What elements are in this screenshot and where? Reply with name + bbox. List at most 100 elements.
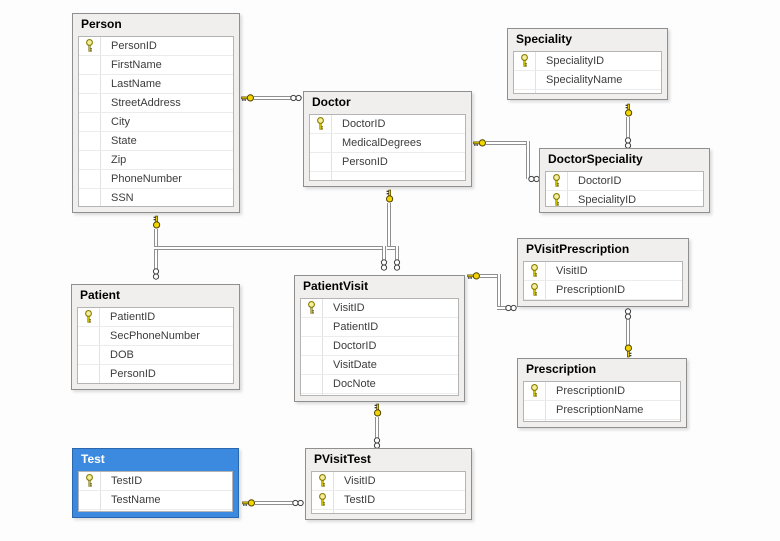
column-row[interactable]: SpecialityID [546,191,703,206]
column-row[interactable]: PersonID [78,365,233,383]
column-row[interactable]: SpecialityID [514,52,661,71]
column-row[interactable]: PatientID [78,308,233,327]
relationship-line-doctor-patientvisit[interactable] [395,246,399,260]
relationship-line-patientvisit-pvisittest[interactable] [375,417,379,438]
relationship-line-test-pvisittest[interactable] [255,501,293,505]
column-row[interactable]: City [79,113,233,132]
table-title-speciality[interactable]: Speciality [516,32,573,46]
column-name: State [111,135,137,147]
column-row[interactable]: Zip [79,151,233,170]
table-title-prescription[interactable]: Prescription [526,362,597,376]
column-row[interactable]: State [79,132,233,151]
column-row[interactable]: TestName [79,491,232,510]
key-column-divider [567,172,568,206]
column-row[interactable]: DocNote [301,375,458,394]
column-row[interactable]: PersonID [310,153,465,172]
column-row[interactable]: LastName [79,75,233,94]
column-name: SpecialityID [578,194,637,206]
relationship-line-patientvisit-pvisitprescription[interactable] [480,274,501,278]
table-title-test[interactable]: Test [81,452,105,466]
many-end-infinity-icon-person-patient [152,268,160,280]
column-row[interactable]: SSN [79,189,233,206]
key-column-divider [322,299,323,395]
column-row[interactable]: PhoneNumber [79,170,233,189]
column-row[interactable]: SecPhoneNumber [78,327,233,346]
column-name: LastName [111,78,162,90]
column-row[interactable]: PrescriptionID [524,382,680,401]
relationship-line-patientvisit-pvisitprescription[interactable] [497,274,501,310]
one-end-key-icon-doctor-patientvisit [384,189,394,203]
primary-key-icon [312,493,333,507]
column-row[interactable]: SpecialityName [514,71,661,90]
column-row[interactable]: VisitID [301,299,458,318]
many-end-infinity-icon-patientvisit-pvisittest [373,437,381,449]
one-end-key-icon-prescription-pvisitprescription [623,344,633,358]
column-row[interactable]: DoctorID [301,337,458,356]
column-row[interactable]: PatientID [301,318,458,337]
column-row[interactable]: TestID [312,491,465,510]
column-row[interactable]: PrescriptionName [524,401,680,420]
column-name: City [111,116,130,128]
primary-key-icon [546,174,567,188]
column-row[interactable]: MedicalDegrees [310,134,465,153]
table-title-patientvisit[interactable]: PatientVisit [303,279,369,293]
column-name: SpecialityID [546,55,605,67]
relationship-line-doctor-patientvisit[interactable] [387,246,399,250]
relationship-line-prescription-pvisitprescription[interactable] [626,318,630,345]
many-end-infinity-icon-test-pvisittest [292,499,304,507]
many-end-infinity-icon-doctor-patientvisit [393,259,401,271]
column-row[interactable]: DOB [78,346,233,365]
primary-key-icon [79,474,100,488]
key-column-divider [100,472,101,511]
column-row[interactable]: DoctorID [310,115,465,134]
column-row[interactable]: VisitDate [301,356,458,375]
many-end-infinity-icon-doctor-doctorspeciality [528,175,540,183]
column-name: PhoneNumber [111,173,182,185]
column-row[interactable]: PrescriptionID [524,281,682,300]
column-row[interactable]: FirstName [79,56,233,75]
column-row[interactable]: DoctorID [546,172,703,191]
table-title-person[interactable]: Person [81,17,122,31]
column-row[interactable]: StreetAddress [79,94,233,113]
column-name: MedicalDegrees [342,137,422,149]
column-name: SpecialityName [546,74,623,86]
relationship-line-doctor-patientvisit[interactable] [387,203,391,248]
relationship-line-patient-patientvisit[interactable] [382,246,386,260]
column-name: DoctorID [333,340,377,352]
table-title-pvisittest[interactable]: PVisitTest [314,452,371,466]
relationship-line-doctor-doctorspeciality[interactable] [486,141,530,145]
column-name: VisitID [344,475,376,487]
primary-key-icon [310,117,331,131]
column-row[interactable]: PersonID [79,37,233,56]
table-title-doctor[interactable]: Doctor [312,95,351,109]
table-title-pvisitprescription[interactable]: PVisitPrescription [526,242,630,256]
table-title-doctorspeciality[interactable]: DoctorSpeciality [548,152,643,166]
relationship-line-doctor-doctorspeciality[interactable] [526,141,530,179]
column-row[interactable]: TestID [79,472,232,491]
table-title-patient[interactable]: Patient [80,288,121,302]
column-name: SecPhoneNumber [110,330,200,342]
relationship-line-patientvisit-pvisitprescription[interactable] [497,306,507,310]
one-end-key-icon-doctor-doctorspeciality [473,138,486,148]
relationship-line-patient-patientvisit[interactable] [154,246,386,250]
column-row[interactable]: VisitID [312,472,465,491]
relationship-line-person-doctor[interactable] [254,96,291,100]
column-row[interactable]: VisitID [524,262,682,281]
column-name: DOB [110,349,134,361]
relationship-line-speciality-doctorspeciality[interactable] [626,117,630,139]
